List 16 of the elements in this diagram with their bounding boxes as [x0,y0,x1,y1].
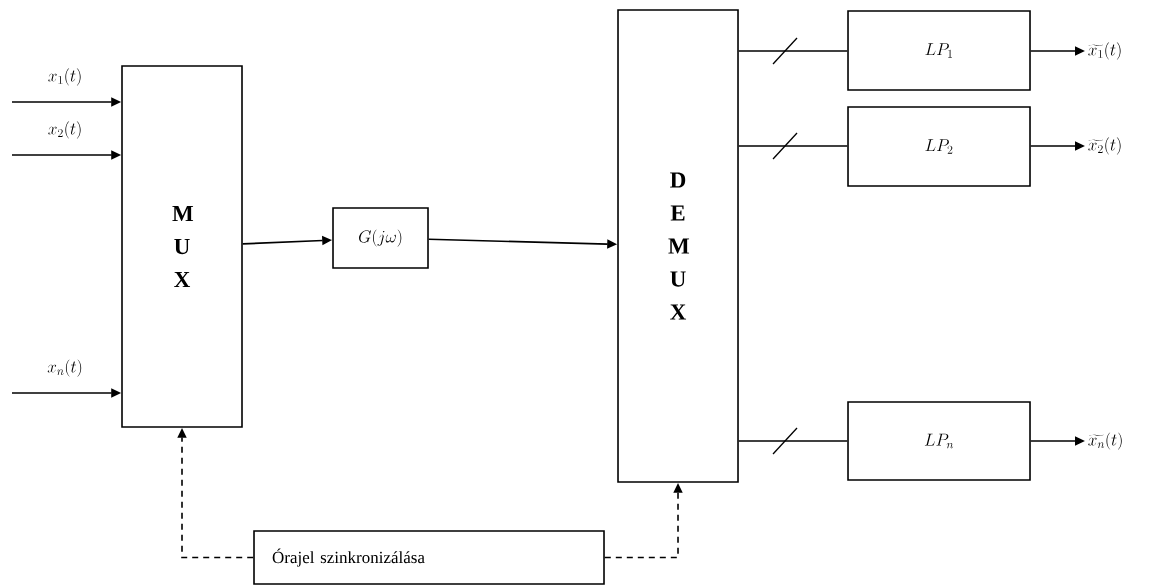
block-box: M U X [121,65,243,428]
output-label: $\widetilde{x_1}(t)$ [1088,42,1121,60]
block-box: $G(j\omega)$ [332,207,429,269]
process-box: Órajel szinkronizálása [253,530,605,585]
block-box: $LP_n$ [847,401,1031,481]
connector-line [738,440,848,442]
output-label: $\widetilde{x_2}(t)$ [1088,137,1121,155]
edge-label: $x_2(t)$ [48,121,81,139]
output-label: $\widetilde{x_n}(t)$ [1088,432,1122,450]
connector-line [738,50,848,52]
connector-line [738,145,848,147]
block-box: $LP_2$ [847,106,1031,187]
block-box: D E M U X [617,9,739,483]
edge-label: $x_n(t)$ [47,359,82,377]
edge-label: $x_1(t)$ [48,68,81,86]
block-box: $LP_1$ [847,10,1031,91]
